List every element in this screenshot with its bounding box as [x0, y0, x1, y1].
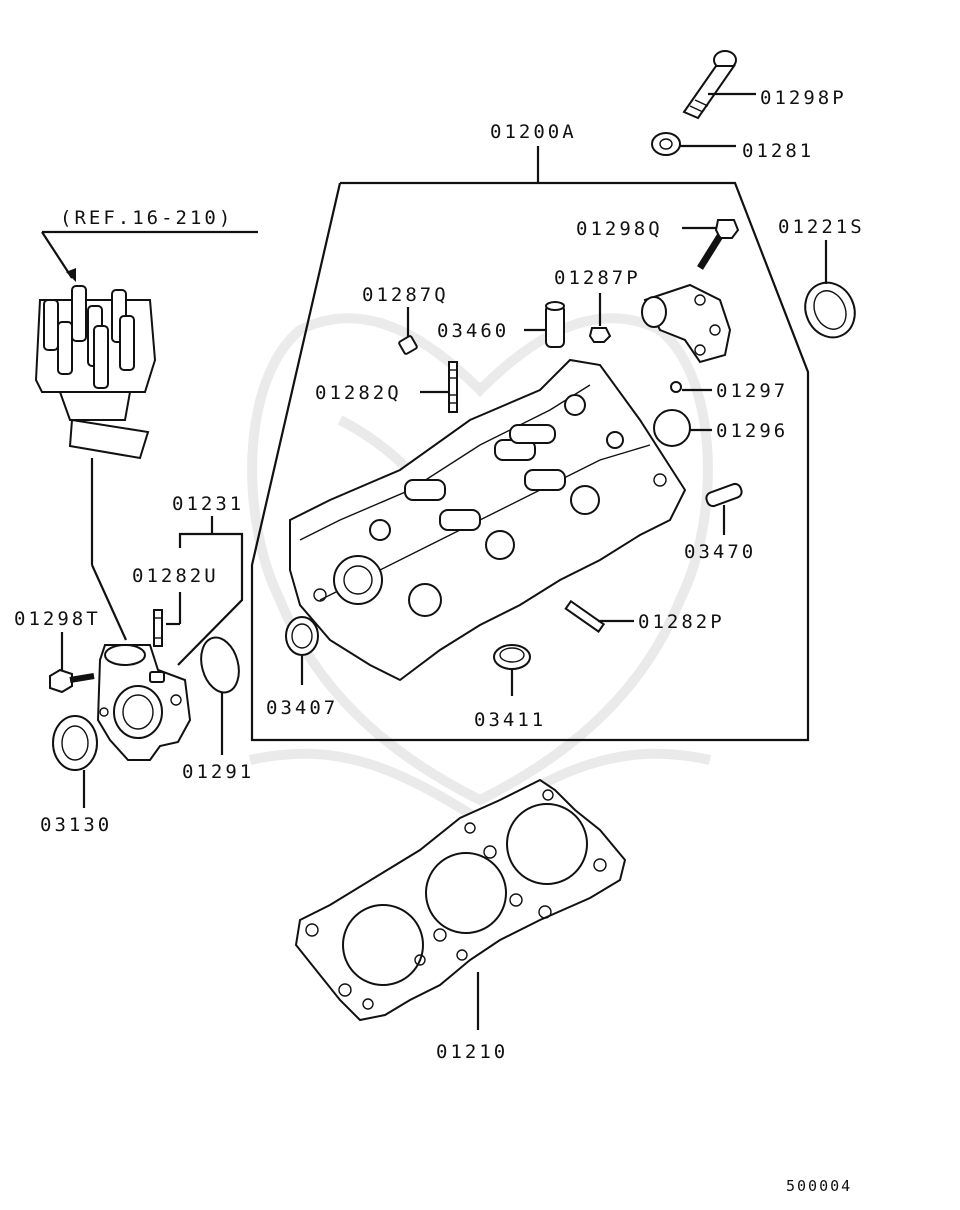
svg-text:01298T: 01298T — [14, 608, 101, 630]
svg-text:03470: 03470 — [684, 541, 756, 563]
svg-text:01281: 01281 — [742, 140, 814, 162]
svg-text:01282U: 01282U — [132, 565, 219, 587]
oil-seal-03130[interactable]: 03130 — [40, 715, 112, 836]
seal-03411[interactable]: 03411 — [474, 644, 546, 731]
oring-01291[interactable]: 01291 — [182, 633, 254, 783]
nut-01287P[interactable]: 01287P — [554, 267, 641, 343]
svg-text:03407: 03407 — [266, 697, 338, 719]
label-01200A[interactable]: 01200A — [490, 121, 577, 143]
bolt-01298T[interactable]: 01298T — [14, 608, 101, 694]
svg-text:01296: 01296 — [716, 420, 788, 442]
stud-03470[interactable]: 03470 — [684, 482, 756, 563]
svg-text:(REF.16-210): (REF.16-210) — [60, 207, 233, 229]
housing-group-01231[interactable]: 01231 — [172, 493, 244, 666]
diagram-id: 500004 — [786, 1177, 852, 1195]
svg-text:01282Q: 01282Q — [315, 382, 402, 404]
seal-ring-01221S[interactable]: 01221S — [778, 216, 865, 346]
svg-text:01298Q: 01298Q — [576, 218, 663, 240]
svg-text:01298P: 01298P — [760, 87, 847, 109]
tube-03460[interactable]: 03460 — [437, 301, 565, 348]
cap-plug-01296[interactable]: 01296 — [653, 409, 788, 447]
water-outlet-fitting[interactable] — [641, 283, 732, 364]
stud-01282P[interactable]: 01282P — [564, 599, 725, 633]
seal-03407[interactable]: 03407 — [266, 616, 338, 719]
head-gasket[interactable]: 01210 — [294, 778, 627, 1063]
plug-01287Q[interactable]: 01287Q — [362, 284, 449, 355]
distributor-cap[interactable] — [34, 285, 157, 641]
svg-text:03130: 03130 — [40, 814, 112, 836]
stud-01282U[interactable]: 01282U — [132, 565, 219, 647]
svg-text:03460: 03460 — [437, 320, 509, 342]
svg-text:01291: 01291 — [182, 761, 254, 783]
bolt-01298P[interactable]: 01298P — [682, 50, 847, 120]
svg-text:01287Q: 01287Q — [362, 284, 449, 306]
bolt-01298Q[interactable]: 01298Q — [576, 218, 740, 270]
washer-01281[interactable]: 01281 — [651, 132, 814, 162]
cylinder-head-frame: 01200A — [250, 121, 810, 742]
svg-text:01231: 01231 — [172, 493, 244, 515]
svg-text:01297: 01297 — [716, 380, 788, 402]
distributor-housing[interactable] — [96, 644, 192, 761]
distributor-reference[interactable]: (REF.16-210) — [41, 207, 258, 282]
svg-text:01221S: 01221S — [778, 216, 865, 238]
svg-text:01282P: 01282P — [638, 611, 725, 633]
plug-01297[interactable]: 01297 — [670, 380, 788, 402]
svg-text:01210: 01210 — [436, 1041, 508, 1063]
cylinder-head[interactable] — [289, 358, 687, 682]
stud-01282Q[interactable]: 01282Q — [315, 361, 458, 413]
svg-text:01287P: 01287P — [554, 267, 641, 289]
svg-text:03411: 03411 — [474, 709, 546, 731]
